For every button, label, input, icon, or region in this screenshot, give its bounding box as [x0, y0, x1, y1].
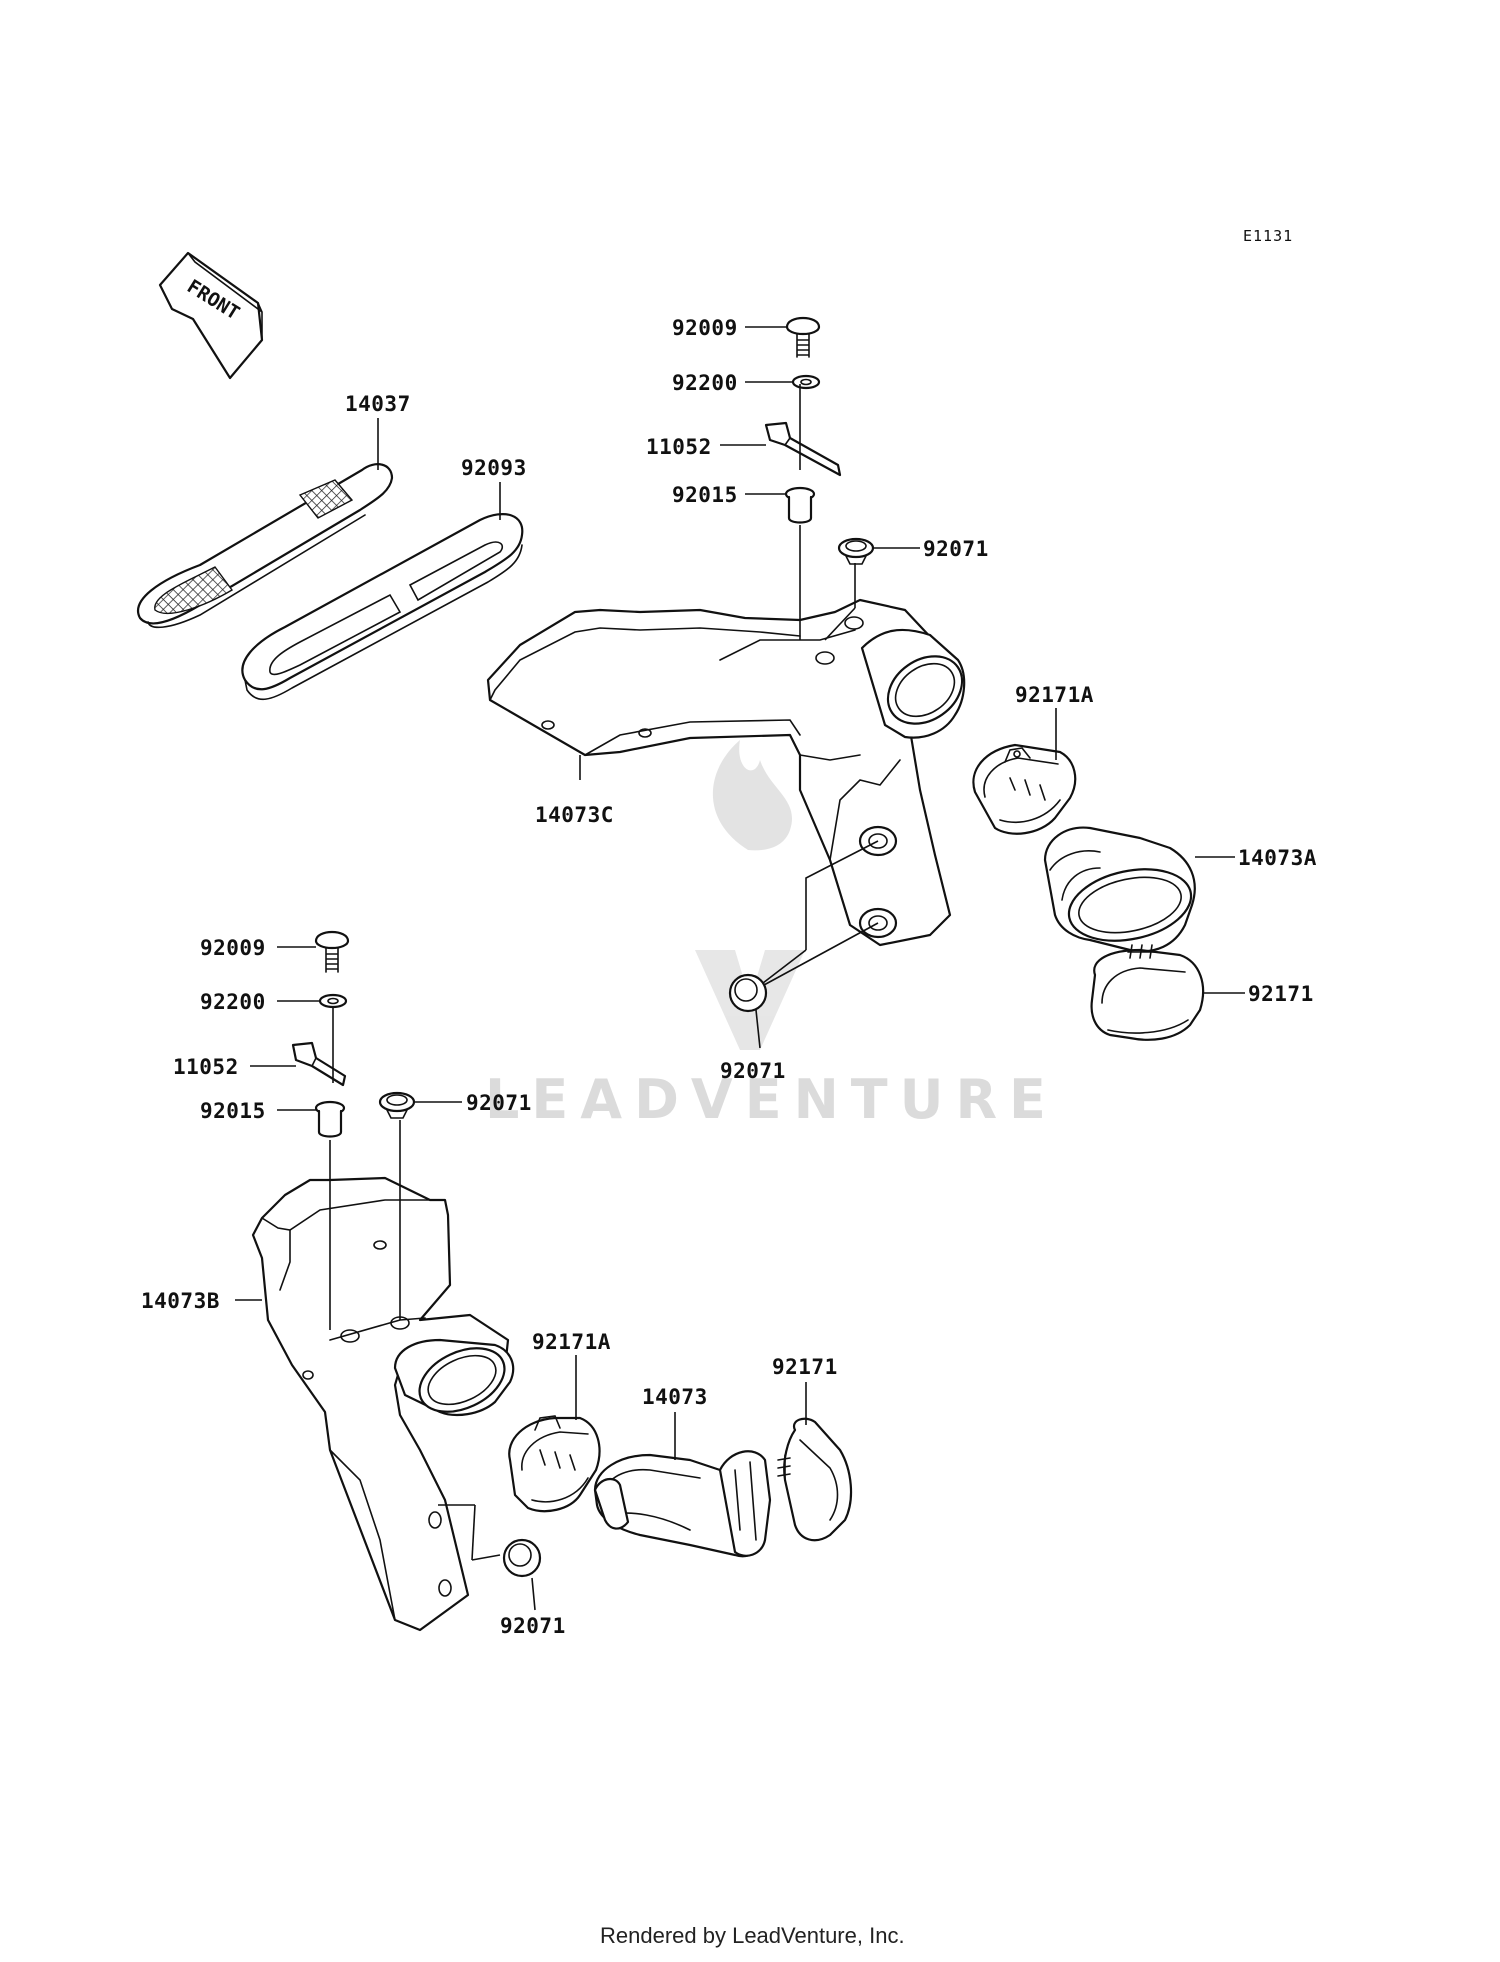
label-14037[interactable]: 14037: [345, 392, 411, 416]
part-92071-top-grommet: [839, 539, 873, 564]
part-92015-top-collar: [786, 488, 814, 523]
label-92071-bot[interactable]: 92071: [500, 1614, 566, 1638]
part-92171a-bot-clamp: [509, 1416, 599, 1511]
watermark-text: LEADVENTURE: [485, 1068, 1058, 1131]
part-92071-mid-grommet: [730, 975, 766, 1011]
part-92171-top-band: [1092, 945, 1203, 1040]
label-11052-top[interactable]: 11052: [646, 435, 712, 459]
label-92171a-top[interactable]: 92171A: [1015, 683, 1094, 707]
part-92200-top-washer: [793, 376, 819, 388]
leader-lines: [235, 327, 1245, 1610]
part-92009-bot-bolt: [316, 932, 348, 972]
label-92093[interactable]: 92093: [461, 456, 527, 480]
part-14073c-upper-duct: [488, 600, 975, 945]
part-92071-bot-grommet: [504, 1540, 540, 1576]
part-labels: 14037 92093 92009 92200 11052 92015 9207…: [141, 316, 1317, 1638]
label-14073b[interactable]: 14073B: [141, 1289, 220, 1313]
label-14073c[interactable]: 14073C: [535, 803, 614, 827]
part-14037-mesh-filter: [138, 464, 392, 627]
label-14073[interactable]: 14073: [642, 1385, 708, 1409]
part-92171a-top-clamp: [973, 745, 1075, 834]
diagram-code: E1131: [1243, 227, 1293, 245]
part-11052-top-bracket: [766, 423, 840, 475]
label-92009-top[interactable]: 92009: [672, 316, 738, 340]
part-92071-bot-top-grommet: [380, 1093, 414, 1118]
part-14073a-upper-boot: [1045, 828, 1198, 952]
label-92015-top[interactable]: 92015: [672, 483, 738, 507]
label-11052-bot[interactable]: 11052: [173, 1055, 239, 1079]
part-92171-bot-band: [778, 1419, 851, 1540]
part-92009-top-bolt: [787, 318, 819, 357]
label-14073a[interactable]: 14073A: [1238, 846, 1317, 870]
footer-credit: Rendered by LeadVenture, Inc.: [600, 1923, 905, 1948]
label-92200-top[interactable]: 92200: [672, 371, 738, 395]
label-92171-bot[interactable]: 92171: [772, 1355, 838, 1379]
part-14073-lower-boot: [595, 1451, 770, 1556]
label-92200-bot[interactable]: 92200: [200, 990, 266, 1014]
part-92200-bot-washer: [320, 995, 346, 1007]
watermark-flame-icon: [712, 740, 793, 851]
watermark: LEADVENTURE: [485, 740, 1058, 1131]
front-arrow-icon: FRONT: [160, 253, 262, 378]
part-92093-filter-frame: [242, 514, 522, 699]
label-92071-top[interactable]: 92071: [923, 537, 989, 561]
label-92071-bot-top[interactable]: 92071: [466, 1091, 532, 1115]
part-14073b-lower-duct: [253, 1178, 515, 1630]
label-92015-bot[interactable]: 92015: [200, 1099, 266, 1123]
label-92009-bot[interactable]: 92009: [200, 936, 266, 960]
label-92171-top[interactable]: 92171: [1248, 982, 1314, 1006]
part-11052-bot-bracket: [293, 1043, 345, 1085]
part-92015-bot-collar: [316, 1102, 344, 1137]
label-92071-mid[interactable]: 92071: [720, 1059, 786, 1083]
label-92171a-bot[interactable]: 92171A: [532, 1330, 611, 1354]
